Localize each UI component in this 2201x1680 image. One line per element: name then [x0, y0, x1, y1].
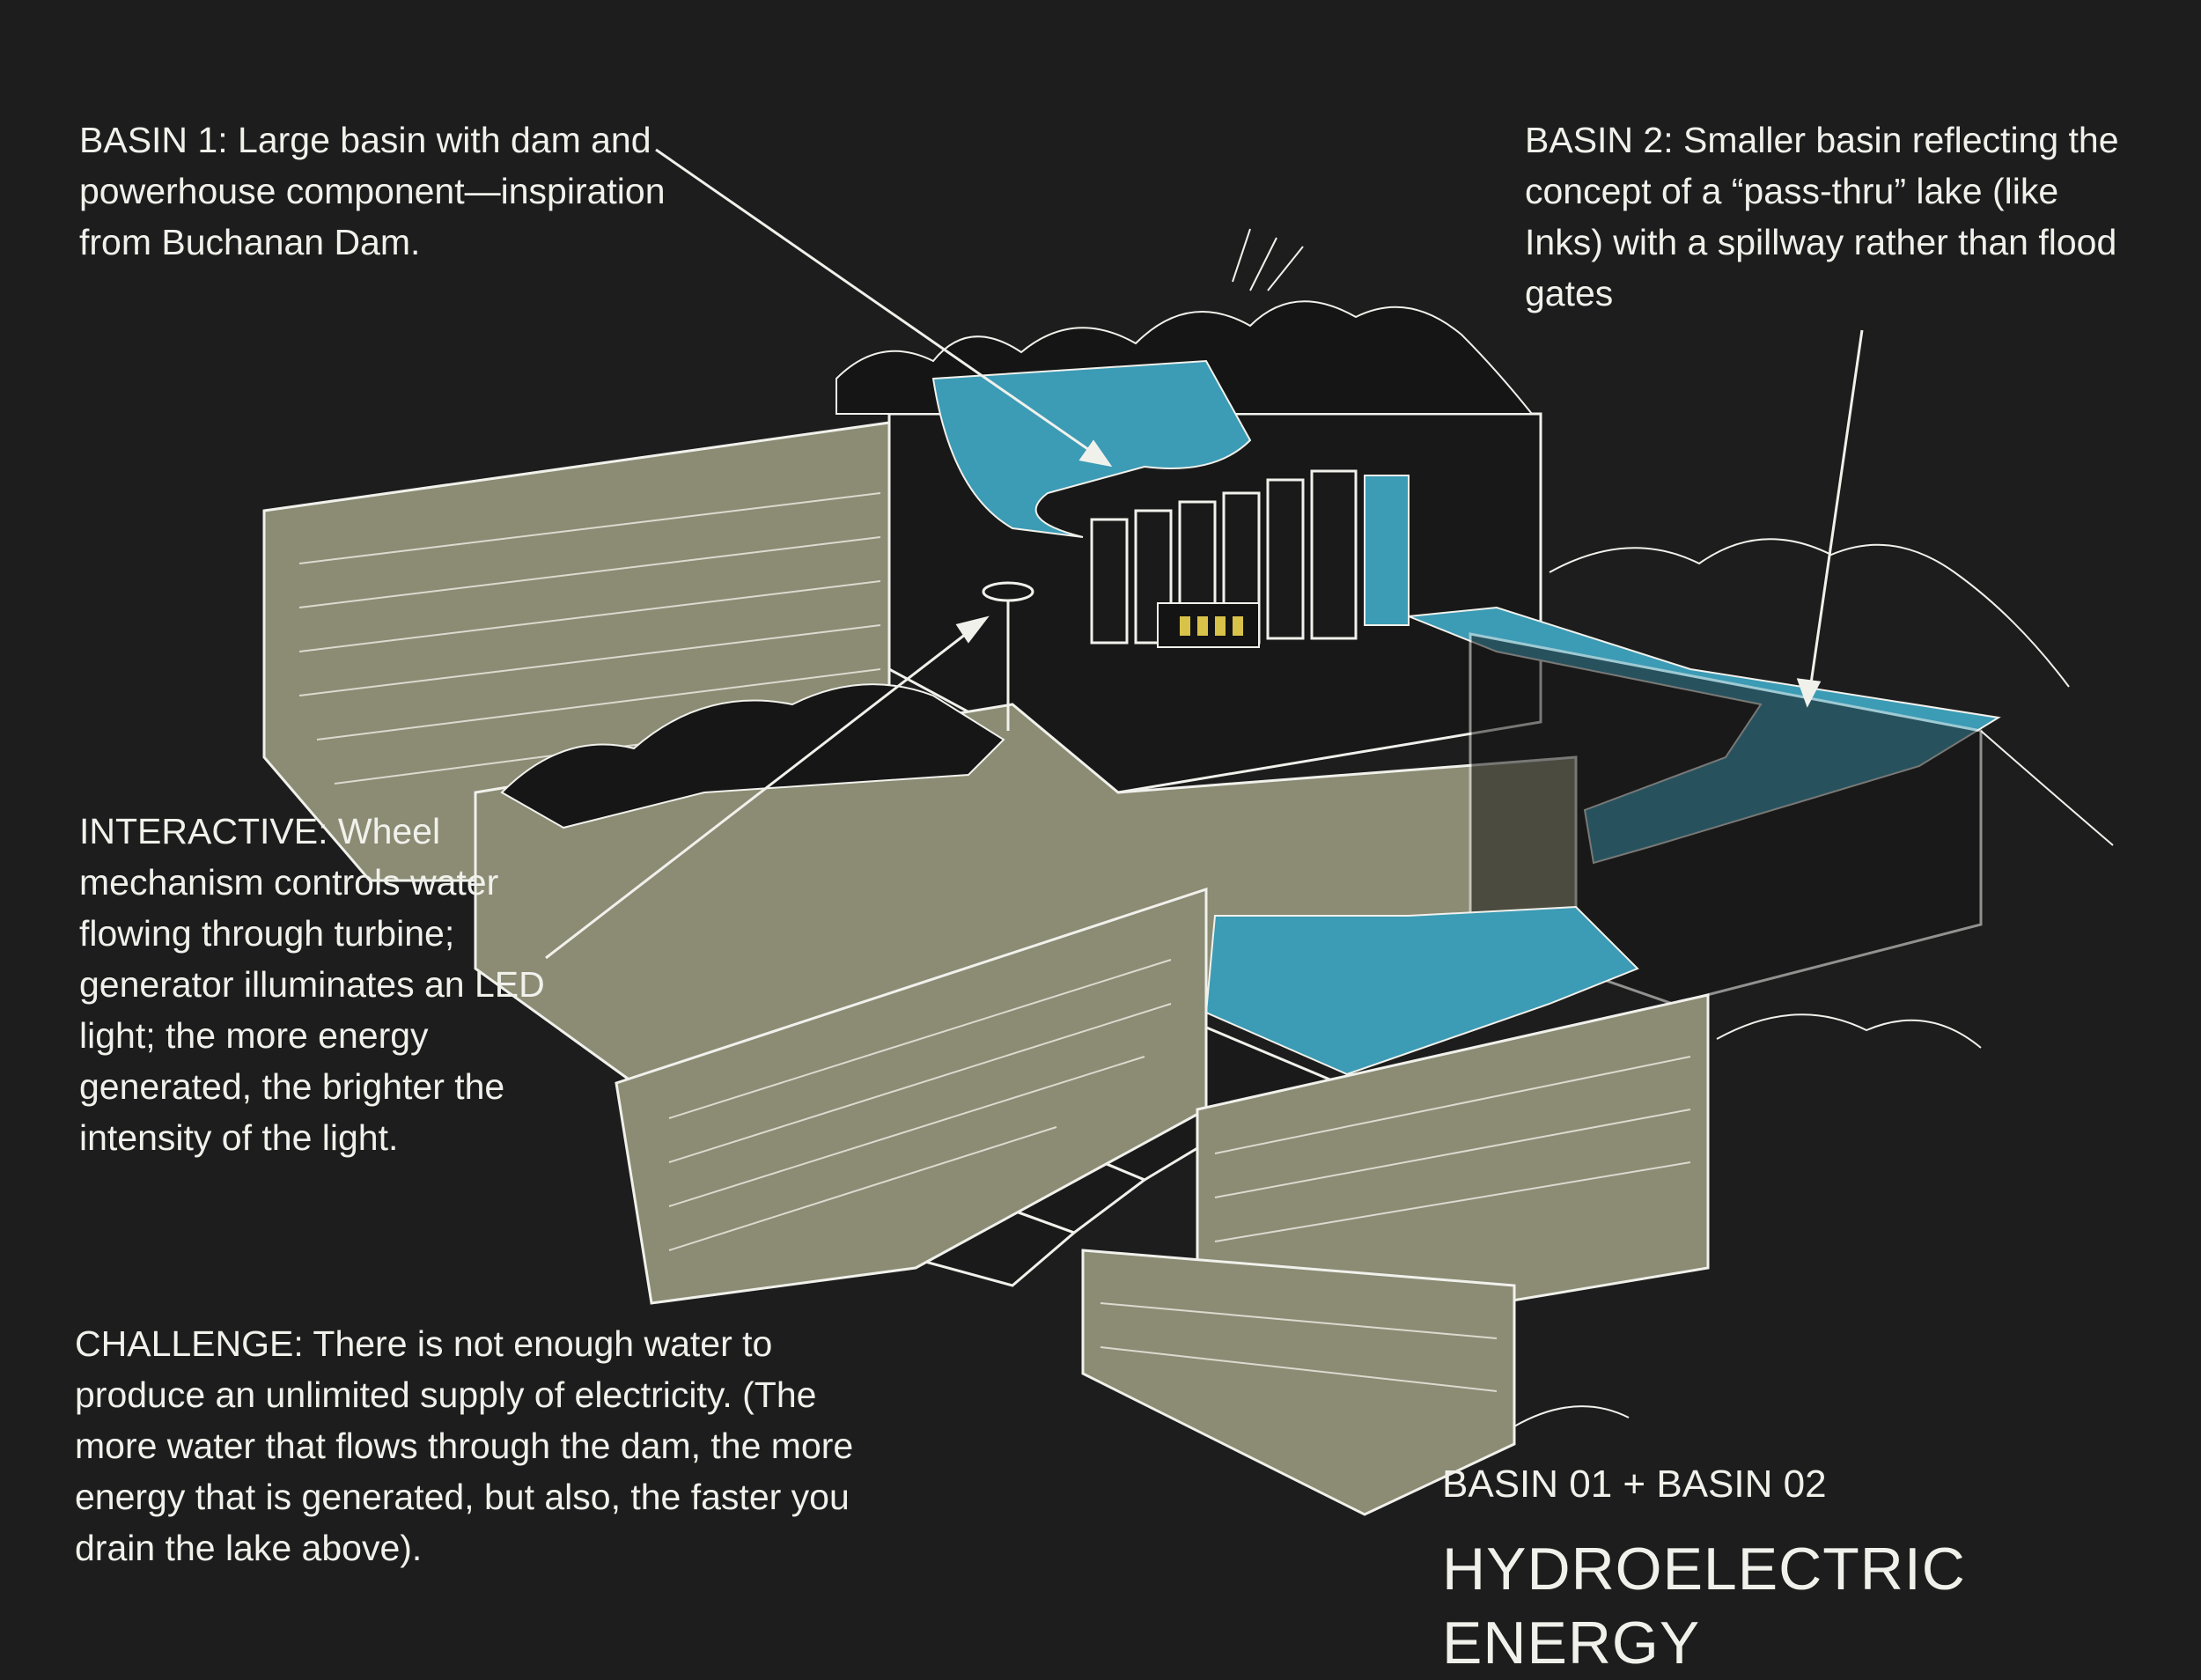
- basin1-annotation: BASIN 1: Large basin with dam and powerh…: [79, 120, 666, 262]
- mid-foliage: [500, 683, 1005, 829]
- interactive-annotation: INTERACTIVE: Wheel mechanism controls wa…: [79, 811, 545, 1158]
- lower-retaining-wall: [615, 887, 1208, 1305]
- diagram-subtitle: BASIN 01 + BASIN 02: [1442, 1463, 1827, 1506]
- basin2-annotation: BASIN 2: Smaller basin reflecting the co…: [1525, 120, 2119, 313]
- diagram-title: HYDROELECTRIC ENERGY: [1442, 1536, 1966, 1676]
- dam-spillway-water: [1364, 475, 1410, 626]
- planter-lower: [1081, 1249, 1516, 1516]
- leader-arrows: [545, 148, 1864, 960]
- led-windows: [1180, 616, 1243, 636]
- basin2-wall: [1469, 632, 1983, 1006]
- powerhouse: [1157, 602, 1260, 648]
- lower-water: [1204, 905, 1639, 1076]
- challenge-annotation: CHALLENGE: There is not enough water to …: [75, 1323, 854, 1568]
- wheel-mechanism: [982, 581, 1034, 731]
- planter-texture: [1100, 1056, 1691, 1392]
- lower-wall-texture: [668, 959, 1172, 1251]
- right-foliage: [1513, 538, 2114, 1427]
